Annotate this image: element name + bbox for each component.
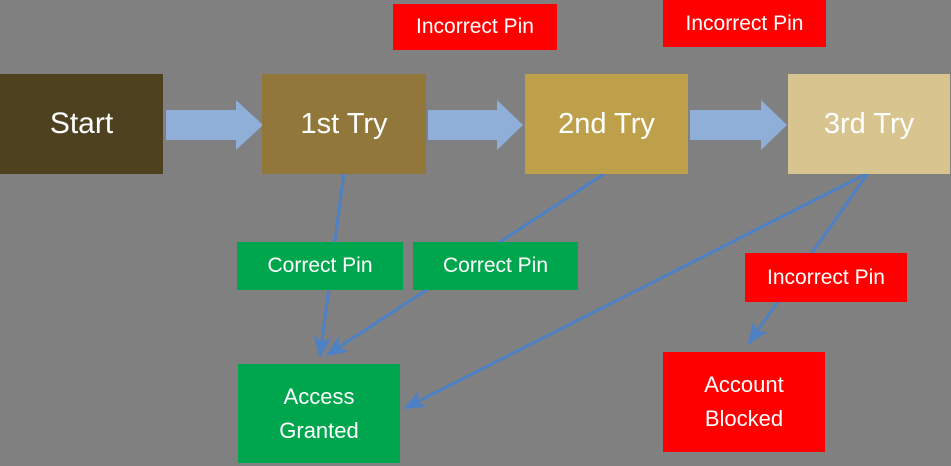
node-third-try-label: 3rd Try [823,107,915,140]
connector-try3-to-access [403,171,869,410]
node-access-granted-label: Access Granted [279,383,359,443]
node-account-blocked-label: Account Blocked [704,372,784,431]
node-start-label: Start [49,107,114,140]
node-second-try: 2nd Try [525,74,688,174]
edge-label-correct-pin-2: Correct Pin [413,242,578,290]
edge-label-incorrect-pin-1: Incorrect Pin [393,4,557,50]
block-arrow-try1-to-try2 [428,100,523,150]
node-first-try: 1st Try [262,74,426,174]
edge-label-incorrect-pin-3: Incorrect Pin [745,253,907,302]
node-start: Start [0,74,163,174]
node-account-blocked: Account Blocked [663,352,825,452]
block-arrow-start-to-try1 [166,100,263,150]
edge-label-incorrect-pin-3-text: Incorrect Pin [767,265,885,289]
edge-label-correct-pin-2-text: Correct Pin [442,254,549,277]
edge-label-incorrect-pin-2: Incorrect Pin [663,0,826,47]
node-access-granted: Access Granted [238,364,400,463]
edge-label-incorrect-pin-2-text: Incorrect Pin [685,11,804,35]
edge-label-correct-pin-1-text: Correct Pin [267,254,373,277]
node-first-try-label: 1st Try [300,107,388,140]
block-arrow-try2-to-try3 [690,100,787,150]
node-second-try-label: 2nd Try [558,107,655,140]
edge-label-correct-pin-1: Correct Pin [237,242,403,290]
edge-label-incorrect-pin-1-text: Incorrect Pin [416,15,534,38]
node-third-try: 3rd Try [788,74,950,174]
